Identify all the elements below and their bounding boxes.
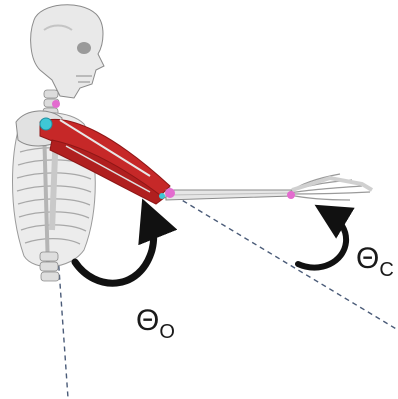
theta-o-label: ΘO xyxy=(136,304,175,343)
shoulder-joint xyxy=(40,118,52,130)
elbow-joint xyxy=(165,188,175,198)
wrist-rotation-arrow xyxy=(298,214,346,268)
forearm xyxy=(166,190,292,200)
lumbar-spine xyxy=(40,252,59,281)
theta-c-label: ΘC xyxy=(356,242,394,281)
skull xyxy=(31,5,104,98)
neck-joint xyxy=(52,100,60,108)
hand xyxy=(290,174,372,200)
elbow-inner-joint xyxy=(159,193,165,199)
wrist-joint xyxy=(287,191,295,199)
